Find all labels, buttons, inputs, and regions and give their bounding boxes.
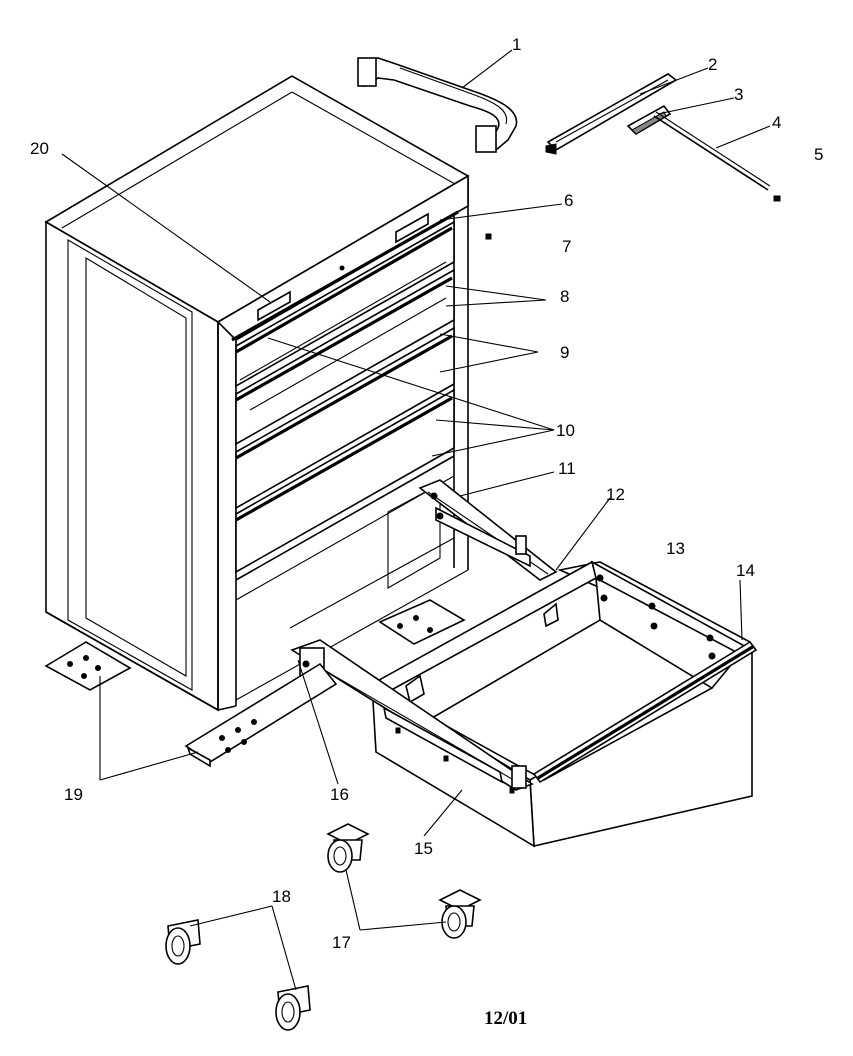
screw-7 [485, 233, 492, 240]
leader-lines [61, 49, 771, 991]
label-8: 8 [560, 287, 569, 306]
label-11: 11 [558, 459, 576, 478]
caster-17a [326, 823, 370, 873]
label-13: 13 [666, 539, 685, 558]
label-17: 17 [332, 933, 351, 952]
label-18: 18 [272, 887, 291, 906]
lock-bracket [626, 104, 672, 136]
screw-5 [773, 195, 781, 202]
label-1: 1 [512, 35, 521, 54]
label-3: 3 [734, 85, 743, 104]
caster-18b [275, 985, 311, 1031]
label-5: 5 [814, 145, 823, 164]
lock-rod [653, 111, 771, 191]
label-15: 15 [414, 839, 433, 858]
date-code: 12/01 [484, 1008, 527, 1029]
label-19: 19 [64, 785, 83, 804]
label-16: 16 [330, 785, 349, 804]
caster-18a [165, 919, 201, 965]
caster-17b [438, 889, 482, 939]
handle [357, 57, 518, 153]
bottom-drawer [370, 560, 758, 848]
label-10: 10 [556, 421, 575, 440]
part-labels: 1 2 3 4 5 6 7 8 9 10 11 12 13 14 15 16 1… [30, 35, 823, 1029]
base-plates [44, 599, 466, 768]
label-7: 7 [562, 237, 571, 256]
label-4: 4 [772, 113, 781, 132]
label-9: 9 [560, 343, 569, 362]
label-12: 12 [606, 485, 625, 504]
label-2: 2 [708, 55, 717, 74]
label-6: 6 [564, 191, 573, 210]
label-20: 20 [30, 139, 49, 158]
label-14: 14 [736, 561, 755, 580]
